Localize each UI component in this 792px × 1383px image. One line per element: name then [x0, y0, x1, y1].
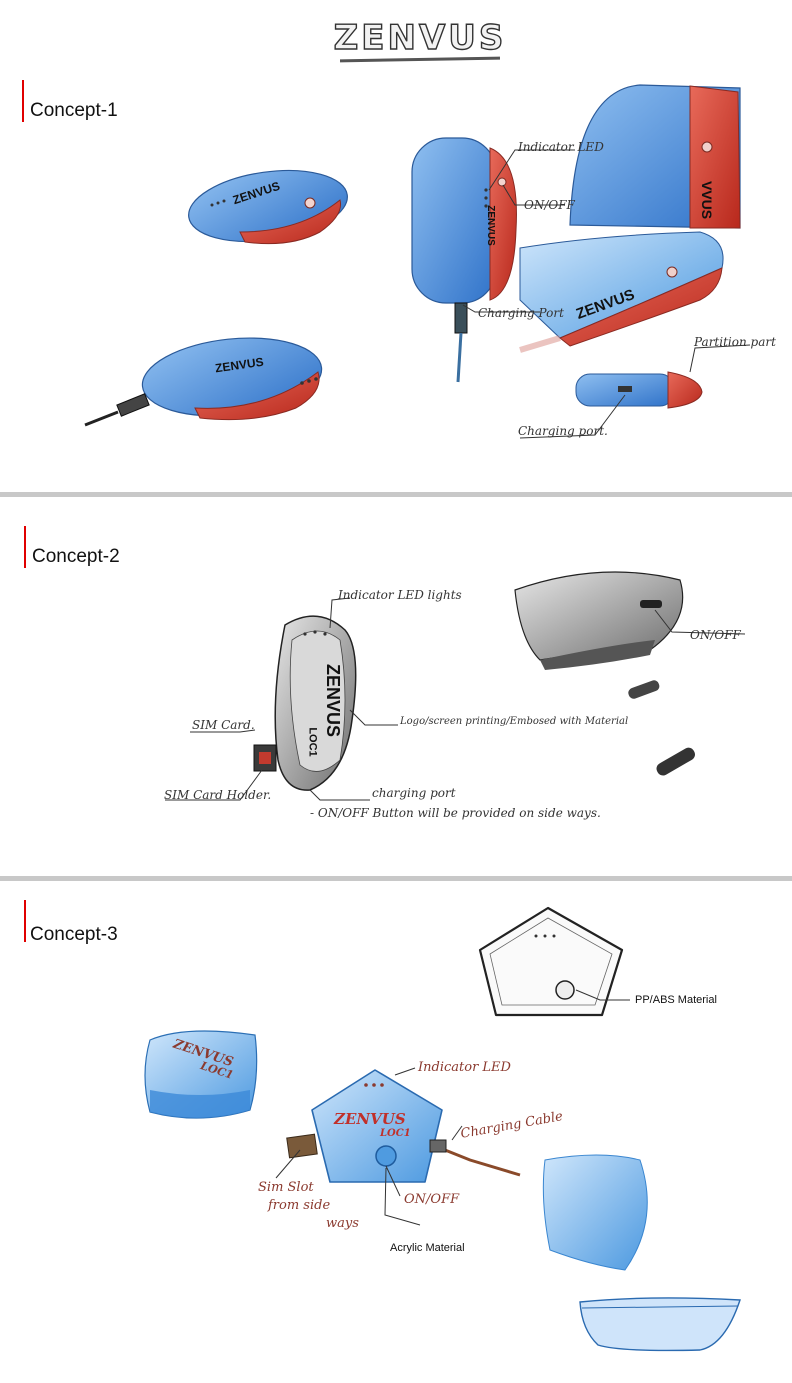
concept2-device-sketch — [253, 615, 357, 791]
annotation-charging-port: charging port — [372, 786, 456, 800]
annotation-sim-slot: from side — [268, 1198, 331, 1213]
annotation-charging-port-2: Charging port. — [518, 424, 608, 438]
concept3-pentagon-device-sketch — [478, 906, 624, 1017]
concept3-cube-sketch — [144, 1030, 258, 1119]
concept1-pebble-cable-sketch — [84, 337, 323, 427]
annotation-on-off: ON/OFF — [524, 198, 575, 212]
device-sublogo: LOC1 — [380, 1128, 411, 1139]
concept3-closeup-sketch — [542, 1154, 741, 1352]
concept1-closeup-sketch — [519, 84, 741, 353]
annotation-sim-card: SIM Card. — [192, 718, 255, 732]
device-logo: ZENVUS — [484, 205, 496, 246]
annotation-note: - ON/OFF Button will be provided on side… — [310, 806, 601, 820]
annotation-indicator-led: Indicator LED — [418, 1060, 511, 1075]
concept1-pebble-sketch — [188, 169, 348, 245]
concept1-side-device-sketch — [575, 371, 703, 409]
device-logo: VVUS — [699, 180, 716, 220]
annotation-indicator-led: Indicator LED — [518, 140, 604, 154]
concept2-marker — [24, 526, 26, 568]
annotation-on-off: ON/OFF — [404, 1192, 460, 1207]
device-logo: ZENVUS — [323, 663, 344, 738]
concept3-leader-lines — [275, 989, 630, 1226]
annotation-partition-part: Partition part — [694, 335, 776, 349]
concept3-marker — [24, 900, 26, 942]
concept1-leader-lines — [462, 149, 751, 439]
concept2-label: Concept-2 — [32, 546, 120, 567]
annotation-acrylic-material: Acrylic Material — [390, 1242, 465, 1254]
annotation-sim-slot: Sim Slot — [258, 1180, 314, 1195]
concept1-upright-sketch — [411, 137, 517, 383]
annotation-sim-card-holder: SIM Card Holder. — [164, 788, 272, 802]
annotation-on-off: ON/OFF — [690, 628, 741, 642]
annotation-sim-slot: ways — [326, 1216, 359, 1231]
section-divider — [0, 876, 792, 881]
concept3-label: Concept-3 — [30, 924, 118, 945]
device-sublogo: LOC1 — [306, 727, 319, 757]
concept2-leader-lines — [165, 597, 746, 801]
concept2-closeup-sketch — [514, 571, 695, 776]
annotation-pp-abs-material: PP/ABS Material — [635, 994, 717, 1006]
concept1-label: Concept-1 — [30, 100, 118, 121]
page-title: ZENVUS — [333, 17, 507, 58]
concept3-main-device-sketch — [286, 1069, 521, 1183]
annotation-indicator-led-lights: Indicator LED lights — [338, 588, 462, 602]
section-divider — [0, 492, 792, 497]
annotation-charging-port: Charging Port — [478, 306, 564, 320]
concept1-marker — [22, 80, 24, 122]
device-logo: ZENVUS — [334, 1110, 406, 1128]
annotation-logo-note: Logo/screen printing/Embosed with Materi… — [400, 716, 629, 727]
